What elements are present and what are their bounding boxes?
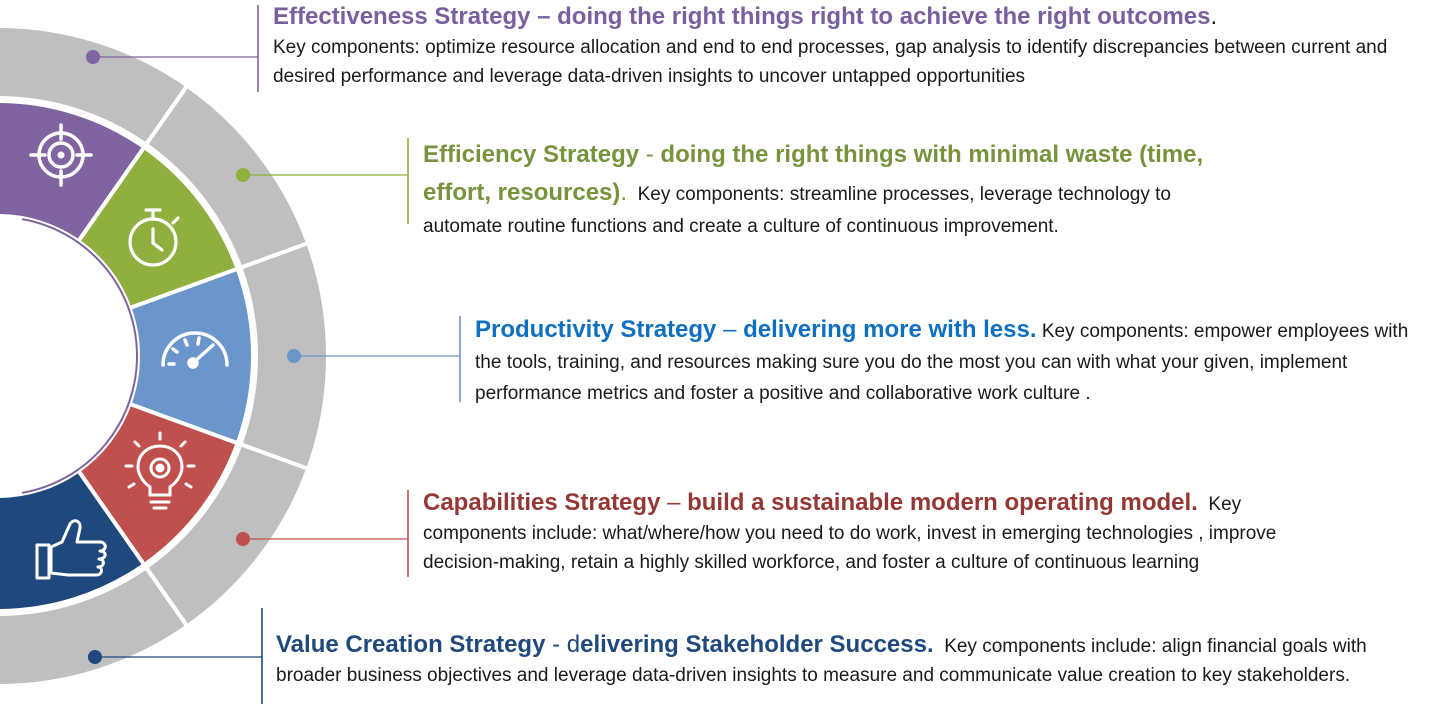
capabilities-title-separator: – (660, 489, 688, 516)
productivity-strategy-body: Key components: empower employees with t… (475, 321, 1409, 404)
efficiency-strategy-block: Efficiency Strategy - doing the right th… (423, 136, 1223, 241)
efficiency-title-period: . (620, 179, 628, 206)
value-creation-strategy-block: Value Creation Strategy - delivering Sta… (276, 630, 1416, 690)
efficiency-strategy-subtitle: doing the right things with minimal wast… (423, 141, 1204, 206)
capabilities-strategy-body: Key components include: what/where/how y… (423, 494, 1277, 573)
connector-dot-capabilities (236, 532, 250, 546)
productivity-strategy-subtitle: delivering more with less. (743, 316, 1037, 343)
connector-dot-value-creation (88, 650, 102, 664)
speedometer-icon (161, 331, 229, 369)
stopwatch-icon (128, 208, 180, 267)
efficiency-strategy-title: Efficiency Strategy (423, 141, 640, 168)
lightbulb-gear-icon (124, 431, 196, 510)
effectiveness-title-period: . (1210, 3, 1218, 30)
productivity-strategy-title: Productivity Strategy (475, 316, 717, 343)
inner-arc-outline (21, 218, 138, 494)
connector-dot-effectiveness (86, 50, 100, 64)
value-creation-strategy-title: Value Creation Strategy (276, 631, 546, 658)
capabilities-strategy-subtitle: build a sustainable modern operating mod… (687, 489, 1198, 516)
target-icon (29, 123, 93, 187)
effectiveness-strategy-block: Effectiveness Strategy – doing the right… (273, 2, 1403, 91)
value-creation-strategy-body: Key components include: align financial … (276, 636, 1367, 686)
capabilities-strategy-title: Capabilities Strategy (423, 489, 661, 516)
capabilities-strategy-block: Capabilities Strategy – build a sustaina… (423, 488, 1343, 577)
outer-ring (0, 24, 331, 688)
value-creation-strategy-subtitle: elivering Stakeholder Success. (580, 631, 934, 658)
effectiveness-strategy-body: Key components: optimize resource alloca… (273, 37, 1388, 87)
efficiency-title-separator: - (639, 141, 661, 168)
productivity-title-separator: – (716, 316, 744, 343)
strategy-wheel (0, 5, 461, 704)
productivity-strategy-block: Productivity Strategy – delivering more … (475, 314, 1425, 409)
effectiveness-strategy-title: Effectiveness Strategy – doing the right… (273, 3, 1211, 30)
thumbs-up-icon (35, 519, 107, 580)
connector-dot-efficiency (236, 168, 250, 182)
colored-segments (0, 99, 255, 613)
connector-lines (86, 5, 461, 704)
value-creation-title-letter: d (566, 631, 581, 658)
efficiency-strategy-body: Key components: streamline processes, le… (423, 184, 1171, 237)
connector-dot-productivity (287, 349, 301, 363)
value-creation-title-separator: - (545, 631, 567, 658)
